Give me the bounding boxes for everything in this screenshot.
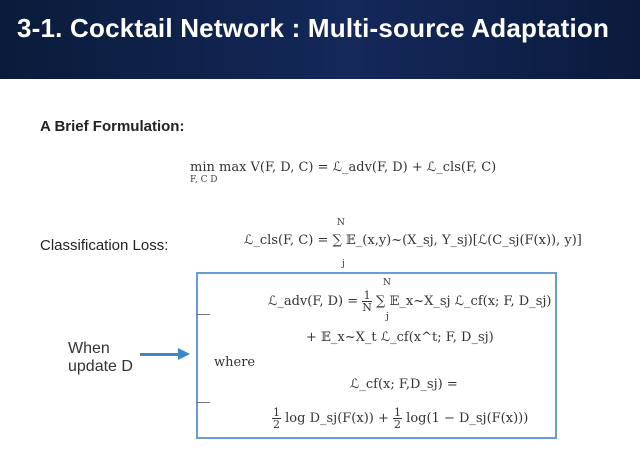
minimax-formula: min max V(F, D, C) = ℒ_adv(F, D) + ℒ_cls… xyxy=(190,160,497,185)
when-line-1: When xyxy=(68,340,110,357)
cls-sum-upper: N xyxy=(337,218,345,228)
minimax-subscript: F, C D xyxy=(190,175,218,185)
cls-sum-lower: j xyxy=(342,259,345,269)
fraction-one-half: 1 2 xyxy=(393,406,403,431)
fraction-numerator: 1 xyxy=(272,406,281,419)
confusion-term-a: log D_sj(F(x)) + xyxy=(285,411,389,426)
fraction-numerator: 1 xyxy=(362,289,372,302)
section-heading: A Brief Formulation: xyxy=(40,118,185,135)
fraction-denominator: 2 xyxy=(394,418,402,431)
classification-loss-formula: ℒ_cls(F, C) = ∑ 𝔼_(x,y)~(X_sj, Y_sj)[ℒ(C… xyxy=(244,218,582,269)
box-divider-tick xyxy=(196,402,210,403)
cls-expression: ℒ_cls(F, C) = ∑ 𝔼_(x,y)~(X_sj, Y_sj)[ℒ(C… xyxy=(244,233,582,248)
where-label: where xyxy=(214,355,256,370)
adversarial-loss-target-term: + 𝔼_x~X_t ℒ_cf(x^t; F, D_sj) xyxy=(306,330,494,345)
adversarial-loss-formula: ℒ_adv(F, D) = 1 N ∑ 𝔼_x~X_sj ℒ_cf(x; F, … xyxy=(268,278,552,322)
adv-lhs: ℒ_adv(F, D) = xyxy=(268,294,359,309)
confusion-loss-rhs: 1 2 log D_sj(F(x)) + 1 2 log(1 − D_sj(F(… xyxy=(272,407,528,430)
box-divider-tick xyxy=(196,314,210,315)
fraction-numerator: 1 xyxy=(393,406,403,419)
arrow-right-icon xyxy=(178,348,190,360)
slide-title: 3-1. Cocktail Network : Multi-source Ada… xyxy=(17,13,610,43)
adversarial-loss-box xyxy=(196,272,557,439)
adv-sum-lower: j xyxy=(386,312,389,322)
minimax-expression: min max V(F, D, C) = ℒ_adv(F, D) + ℒ_cls… xyxy=(190,160,497,175)
fraction-denominator: N xyxy=(362,301,372,314)
slide-header: 3-1. Cocktail Network : Multi-source Ada… xyxy=(0,0,640,79)
fraction-one-half: 1 2 xyxy=(272,407,281,430)
pointer-arrow-shaft xyxy=(140,353,180,356)
classification-loss-label: Classification Loss: xyxy=(40,237,169,254)
fraction-denominator: 2 xyxy=(273,418,280,431)
when-update-annotation: When update D xyxy=(68,340,133,376)
fraction-one-over-n: 1 N xyxy=(362,290,372,313)
when-line-2: update D xyxy=(68,358,133,375)
adv-rhs: ∑ 𝔼_x~X_sj ℒ_cf(x; F, D_sj) xyxy=(376,294,552,309)
adv-sum-upper: N xyxy=(383,278,391,288)
confusion-loss-lhs: ℒ_cf(x; F,D_sj) = xyxy=(350,377,458,392)
confusion-term-b: log(1 − D_sj(F(x))) xyxy=(406,411,529,426)
